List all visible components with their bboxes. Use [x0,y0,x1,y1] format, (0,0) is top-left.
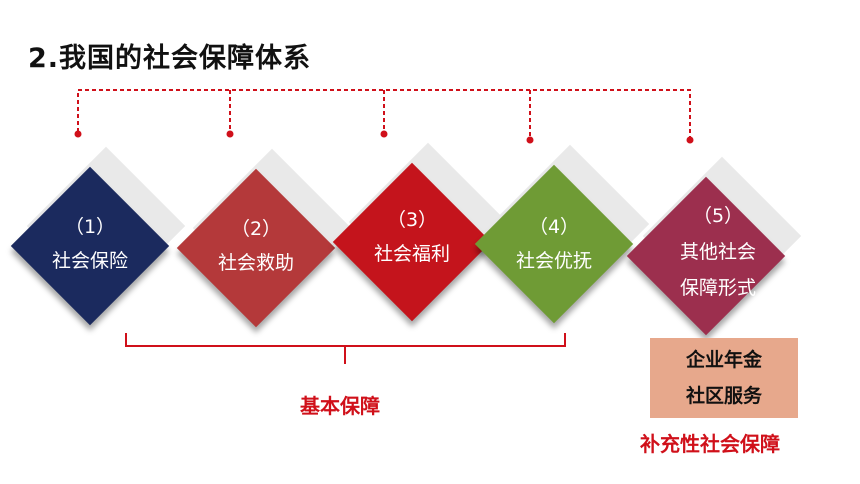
item-4-label: （4） 社会优抚 [479,210,629,278]
supplement-line1: 企业年金 [685,349,762,371]
item-name: 社会优抚 [515,250,592,272]
item-3-label: （3） 社会福利 [337,203,487,271]
item-number: （5） [692,205,744,227]
supplement-box: 企业年金 社区服务 [650,338,798,418]
item-number: （3） [386,209,438,231]
supplementary-security-label: 补充性社会保障 [640,432,780,456]
page-title: 2.我国的社会保障体系 [28,43,312,74]
item-5-label: （5） 其他社会 保障形式 [643,198,793,306]
item-number: （1） [64,216,116,238]
item-2-label: （2） 社会救助 [181,212,331,280]
item-name: 社会救助 [217,252,294,274]
item-name: 社会福利 [373,243,450,265]
supplement-line2: 社区服务 [685,385,762,407]
item-number: （2） [230,218,282,240]
item-name: 社会保险 [51,250,128,272]
item-number: （4） [528,216,580,238]
item-1-label: （1） 社会保险 [15,210,165,278]
basic-security-label: 基本保障 [300,394,380,418]
item-name-line2: 保障形式 [679,277,756,299]
item-name-line1: 其他社会 [679,241,756,263]
